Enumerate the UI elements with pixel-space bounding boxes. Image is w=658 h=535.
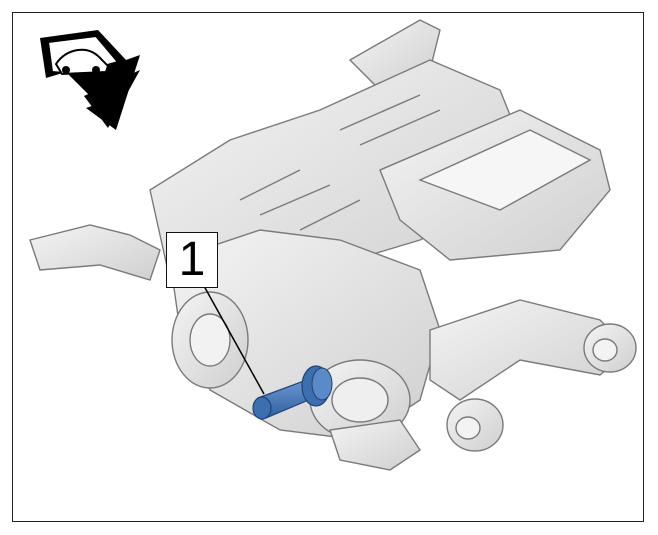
callout-1: 1 xyxy=(166,232,218,288)
transmission-housing xyxy=(29,19,637,471)
callout-label: 1 xyxy=(178,233,206,286)
vehicle-forward-arrow-icon xyxy=(40,30,140,130)
output-shaft xyxy=(252,365,333,420)
callout-leader-line xyxy=(203,285,265,395)
